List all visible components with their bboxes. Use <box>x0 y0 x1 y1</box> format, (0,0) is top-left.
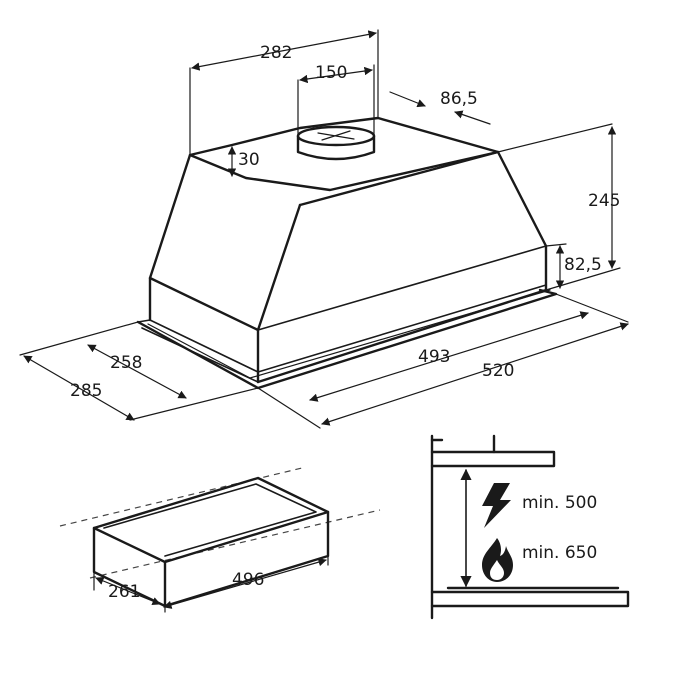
dim-top-width: 282 <box>260 43 292 63</box>
dim-outlet-diameter: 150 <box>315 63 347 83</box>
lightning-icon <box>482 483 511 528</box>
clearance-diagram: min. 500 min. 650 <box>430 434 630 620</box>
dimension-labels: 282 150 86,5 30 245 82,5 258 285 493 520 <box>70 43 620 401</box>
dim-inner-depth: 258 <box>110 353 142 373</box>
dim-total-height: 245 <box>588 191 620 211</box>
flame-icon <box>482 538 513 582</box>
clearance-electric-label: min. 500 <box>522 493 597 513</box>
dim-inner-width: 493 <box>418 347 450 367</box>
dimension-lines <box>19 29 629 429</box>
dim-front-height: 82,5 <box>564 255 602 275</box>
dim-outer-width: 520 <box>482 361 514 381</box>
dim-cutout-depth: 261 <box>108 582 140 602</box>
dim-outer-depth: 285 <box>70 381 102 401</box>
hood-body <box>136 116 558 390</box>
clearance-gas-label: min. 650 <box>522 543 597 563</box>
dim-top-height: 30 <box>238 150 260 170</box>
dim-outlet-offset: 86,5 <box>440 89 478 109</box>
cutout-box: 261 496 <box>59 467 381 613</box>
dim-cutout-width: 496 <box>232 570 264 590</box>
